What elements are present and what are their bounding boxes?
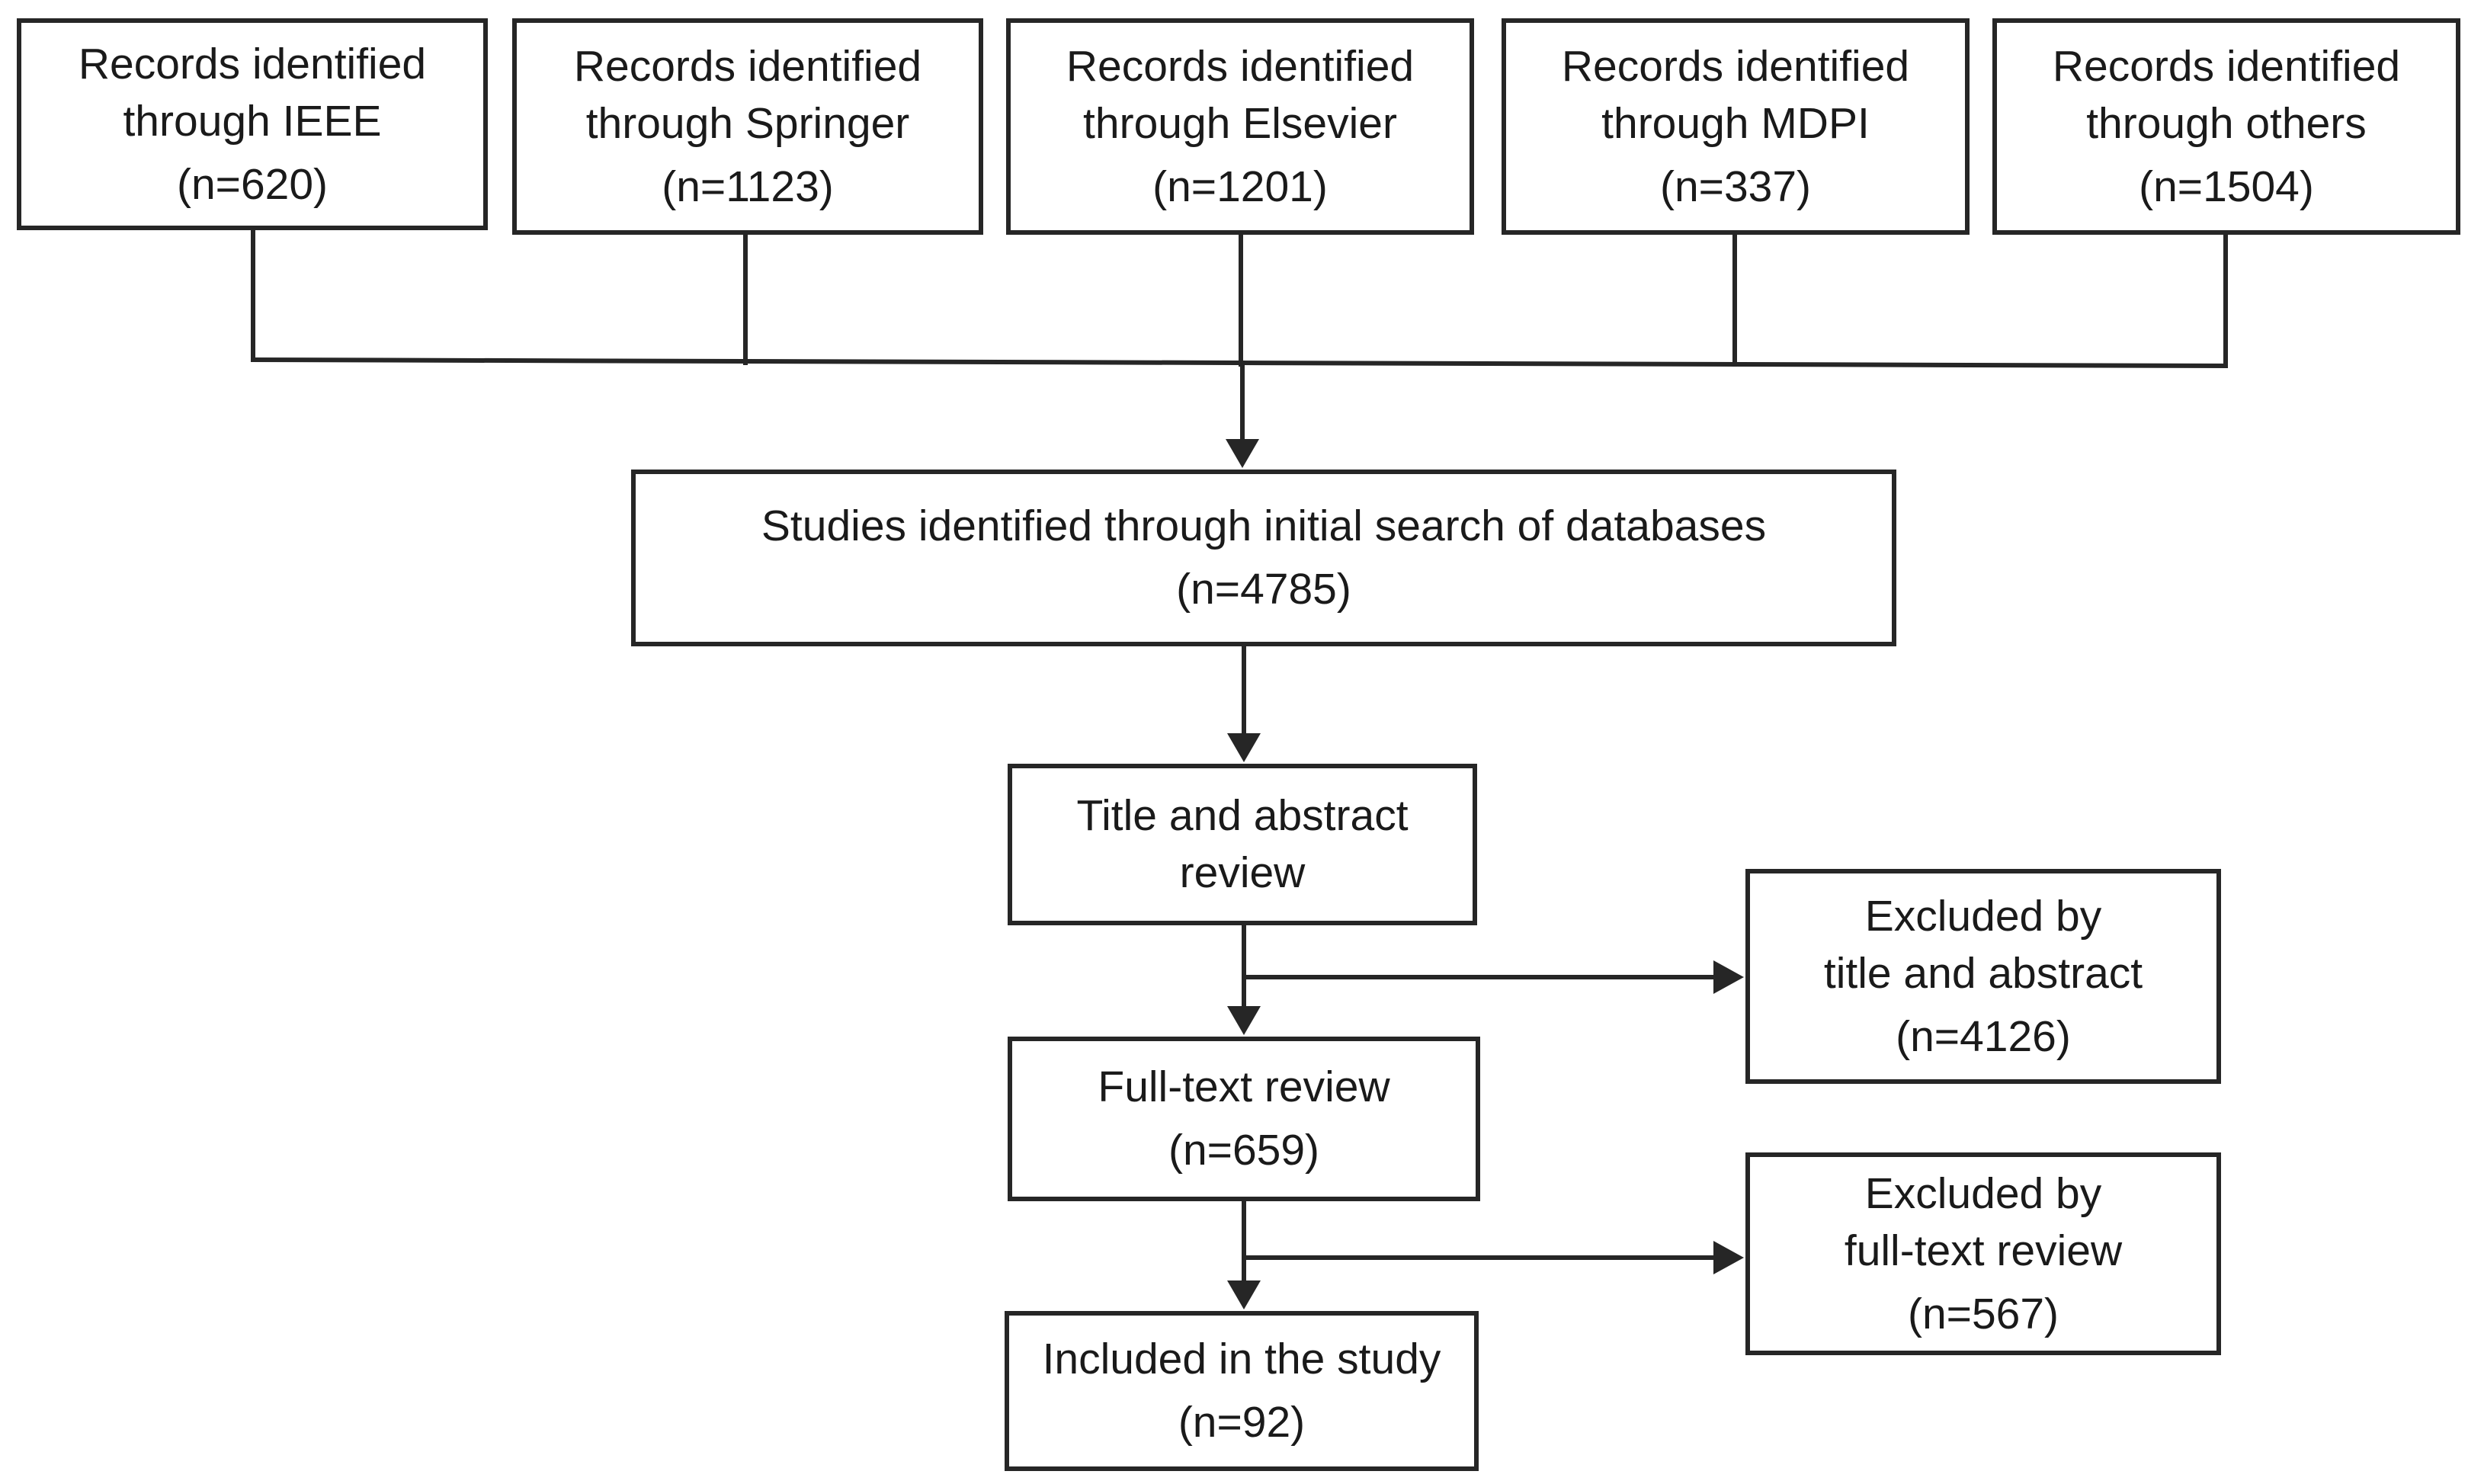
full-text-review-box: Full-text review (n=659) [1008,1037,1480,1201]
merge-bar [250,357,2229,369]
source-name: through MDPI [1601,98,1870,148]
arrowhead-excl-full [1713,1241,1744,1274]
title-abstract-review-box: Title and abstract review [1008,764,1477,925]
source-count: (n=1123) [662,162,834,211]
source-name: through Springer [585,98,910,148]
source-label: Records identified [2052,41,2401,91]
full-text-label: Full-text review [1098,1063,1390,1111]
source-box-elsevier: Records identified through Elsevier (n=1… [1006,18,1474,235]
source-box-springer: Records identified through Springer (n=1… [512,18,983,235]
source-count: (n=1201) [1152,162,1328,211]
source-count: (n=620) [176,159,329,209]
title-abstract-label-2: review [1179,848,1306,897]
source-box-others: Records identified through others (n=150… [1992,18,2460,235]
title-abstract-label: Title and abstract [1076,791,1409,840]
excluded-title-label-2: title and abstract [1823,948,2143,998]
source-name: through IEEE [123,96,382,146]
source-label: Records identified [573,41,922,91]
excluded-full-text-box: Excluded by full-text review (n=567) [1745,1152,2221,1355]
source-label: Records identified [78,39,427,88]
excluded-title-abstract-box: Excluded by title and abstract (n=4126) [1745,869,2221,1084]
arrowhead-excl-title [1713,960,1744,994]
initial-search-count: (n=4785) [1176,565,1351,614]
source-label: Records identified [1561,41,1910,91]
included-study-box: Included in the study (n=92) [1005,1311,1479,1471]
excluded-title-count: (n=4126) [1896,1011,2071,1061]
included-label: Included in the study [1042,1335,1441,1383]
source-count: (n=337) [1659,162,1812,211]
source-box-ieee: Records identified through IEEE (n=620) [17,18,488,230]
source-label: Records identified [1066,41,1415,91]
full-text-count: (n=659) [1168,1126,1320,1175]
arrowhead-fulltext [1227,1006,1261,1035]
arrowhead-included [1227,1280,1261,1309]
source-name: through others [2086,98,2367,148]
source-count: (n=1504) [2139,162,2314,211]
initial-search-label: Studies identified through initial searc… [761,502,1767,550]
excluded-full-count: (n=567) [1907,1289,2059,1338]
arrowhead-title [1227,733,1261,762]
excluded-title-label: Excluded by [1864,891,2102,941]
arrowhead-initial [1226,439,1259,468]
source-box-mdpi: Records identified through MDPI (n=337) [1502,18,1970,235]
source-name: through Elsevier [1083,98,1397,148]
excluded-full-label-2: full-text review [1844,1226,2123,1275]
included-count: (n=92) [1178,1398,1306,1447]
initial-search-box: Studies identified through initial searc… [631,470,1896,646]
excluded-full-label: Excluded by [1864,1168,2102,1218]
